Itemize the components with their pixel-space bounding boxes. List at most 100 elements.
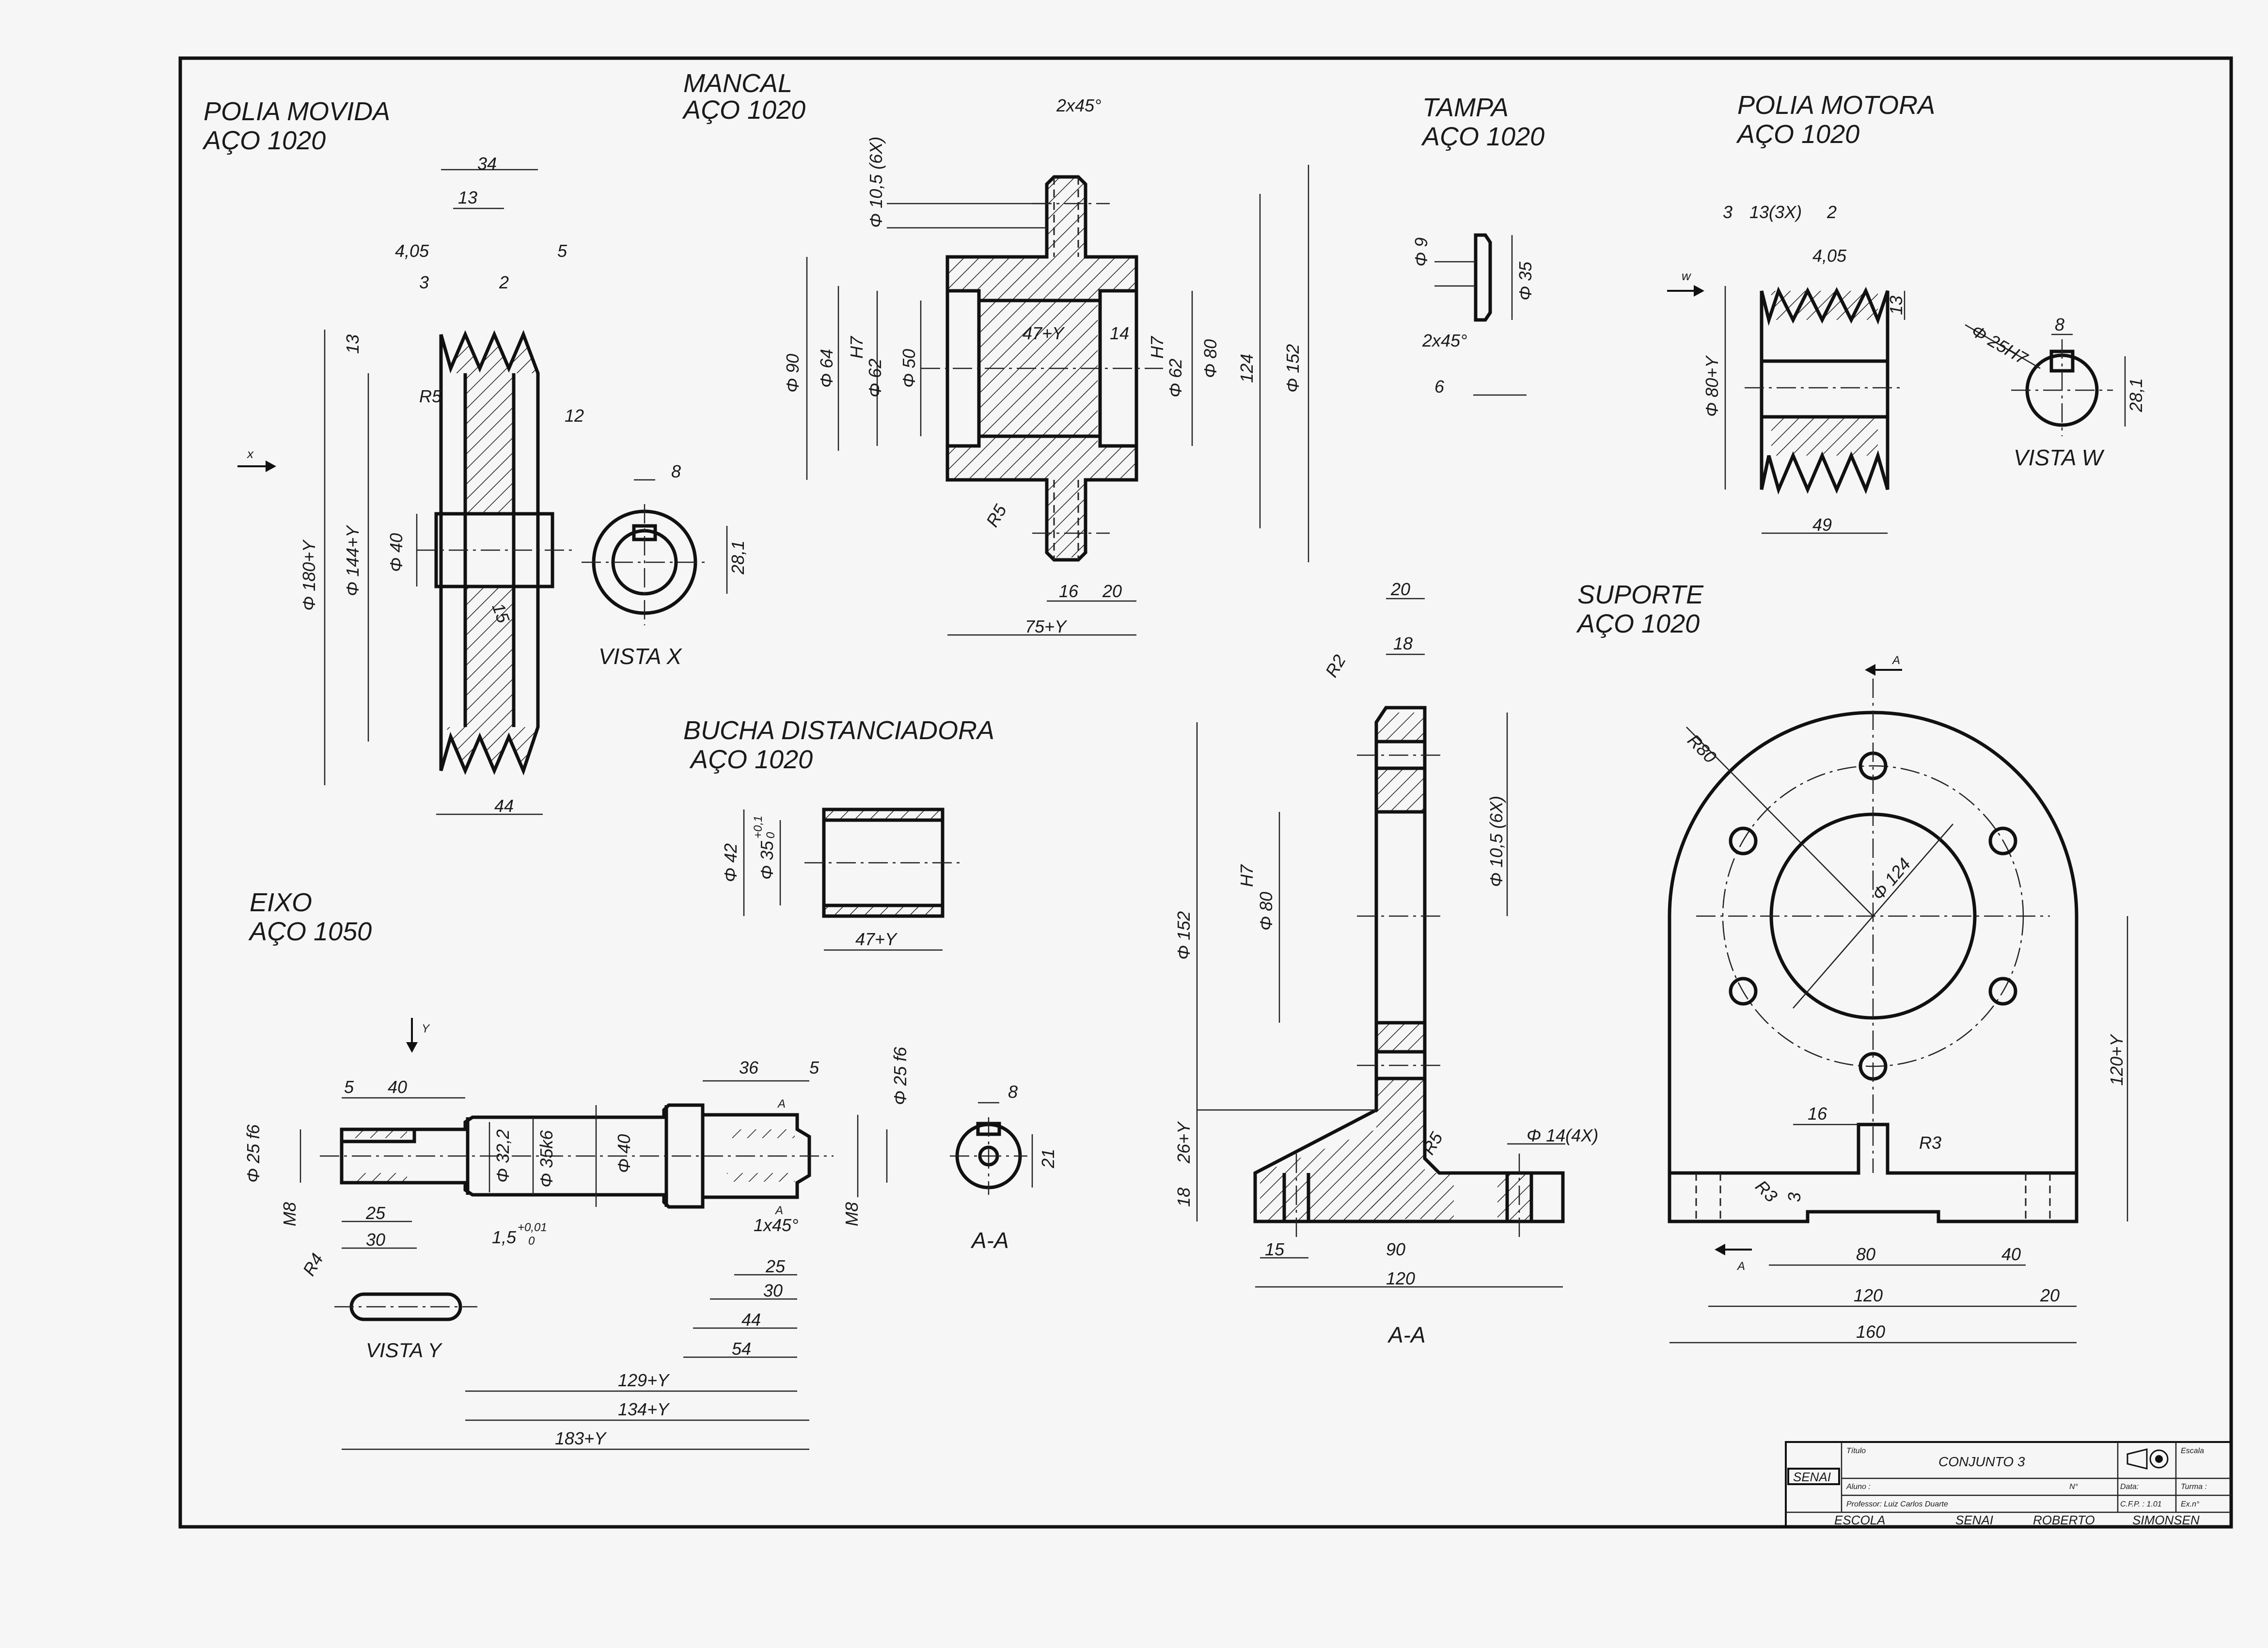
- dim-text: 8: [2055, 315, 2064, 334]
- dim-text: Φ 80: [1200, 339, 1220, 378]
- dim-text: 30: [763, 1281, 783, 1300]
- dim-text: 26+Y: [1174, 1121, 1194, 1164]
- dim-text: 6: [1434, 377, 1445, 396]
- dim-text: 40: [2001, 1244, 2021, 1264]
- dim-text: Φ 152: [1283, 344, 1303, 393]
- dim-text: 1x45°: [754, 1215, 798, 1235]
- dim-text: 80: [1856, 1244, 1875, 1264]
- dim-text: Φ 35: [1515, 261, 1535, 301]
- dim-text: 1,5: [492, 1227, 517, 1247]
- title-block: SENAI Título CONJUNTO 3 Escala Aluno : N…: [1785, 1441, 2232, 1528]
- dim-text: M8: [280, 1202, 299, 1226]
- dim-text: Φ 10,5 (6X): [866, 137, 886, 228]
- vista-x-label: VISTA X: [598, 644, 683, 669]
- dim-text: 25: [365, 1203, 386, 1223]
- dim-text: 90: [1386, 1239, 1405, 1259]
- dim-text: 120+Y: [2107, 1033, 2126, 1086]
- dim-text: R5: [419, 386, 442, 406]
- mancal-view: MANCAL AÇO 1020 2x45° Φ 10,5 (6X) Φ 90 Φ…: [682, 69, 1309, 636]
- dim-text: 12: [565, 406, 584, 426]
- polia-motora-title: POLIA MOTORA: [1737, 91, 1935, 120]
- dim-text: R3: [1751, 1176, 1781, 1206]
- dim-text: 2x45°: [1422, 331, 1467, 350]
- dim-text: H7: [847, 335, 866, 359]
- vista-x-view: 8 28,1 VISTA X: [582, 461, 748, 669]
- drawing-frame: [178, 56, 2233, 1529]
- dim-text: 16: [1059, 581, 1079, 601]
- dim-text: Φ 90: [783, 354, 803, 393]
- dim-text: Φ 124: [1868, 854, 1915, 904]
- dim-text: 160: [1856, 1322, 1885, 1342]
- suporte-material: AÇO 1020: [1576, 609, 1700, 638]
- dim-text: 0: [764, 832, 777, 839]
- view-arrow-w-label: w: [1682, 269, 1692, 283]
- drawing-title: CONJUNTO 3: [1938, 1454, 2025, 1469]
- dim-text: Φ 42: [721, 843, 740, 882]
- school-word: SENAI: [1955, 1513, 1993, 1527]
- dim-text: 44: [741, 1310, 761, 1330]
- dim-text: Φ 25 f6: [243, 1124, 263, 1183]
- dim-text: 34: [477, 154, 497, 174]
- polia-motora-material: AÇO 1020: [1736, 120, 1859, 149]
- dim-text: 21: [1038, 1149, 1058, 1169]
- dim-text: 28,1: [728, 540, 748, 575]
- exn-label: Ex.n°: [2181, 1500, 2200, 1508]
- tampa-title: TAMPA: [1422, 93, 1509, 122]
- dim-text: Φ 144+Y: [343, 524, 362, 596]
- dim-text: 5: [344, 1077, 354, 1097]
- dim-text: 16: [1808, 1104, 1827, 1124]
- dim-text: 134+Y: [618, 1399, 670, 1419]
- dim-text: 5: [557, 241, 567, 261]
- dim-text: +0,1: [752, 816, 765, 839]
- eixo-material: AÇO 1050: [248, 917, 372, 946]
- suporte-title: SUPORTE: [1577, 580, 1704, 609]
- dim-text: A: [774, 1204, 783, 1217]
- view-arrow-y-label: Y: [422, 1022, 430, 1035]
- polia-movida-title: POLIA MOVIDA: [204, 97, 390, 126]
- school-word: ESCOLA: [1834, 1513, 1886, 1527]
- dim-text: 5: [809, 1058, 819, 1078]
- dim-text: 13: [458, 188, 477, 207]
- vista-w-label: VISTA W: [2014, 445, 2105, 470]
- polia-motora-view: POLIA MOTORA AÇO 1020 3 13(3X) 2 4,05 13…: [1667, 91, 1935, 535]
- dim-text: Φ 32,2: [493, 1129, 513, 1183]
- dim-text: A: [777, 1097, 786, 1110]
- dim-text: R4: [299, 1250, 327, 1279]
- dim-text: 20: [2040, 1285, 2060, 1305]
- dim-text: Φ 180+Y: [299, 539, 319, 611]
- dim-text: 2x45°: [1056, 95, 1101, 115]
- dim-text: 13: [1886, 296, 1906, 315]
- dim-text: 13: [343, 334, 362, 354]
- bucha-view: BUCHA DISTANCIADORA AÇO 1020 Φ 42 Φ 35 +…: [683, 716, 994, 951]
- vista-w-view: 8 Φ 25H7 28,1 VISTA W: [1965, 315, 2146, 470]
- dim-text: Φ 14(4X): [1527, 1125, 1598, 1145]
- dim-text: 47+Y: [1023, 323, 1065, 343]
- data-label: Data:: [2120, 1483, 2139, 1491]
- dim-text: 47+Y: [855, 929, 898, 949]
- tampa-view: TAMPA AÇO 1020 Φ 9 Φ 35 2x45° 6: [1411, 93, 1544, 396]
- dim-text: 20: [1390, 579, 1410, 599]
- senai-logo: [1787, 1468, 1840, 1485]
- suporte-section-view: SUPORTE AÇO 1020: [1174, 579, 1704, 1347]
- bolt-holes: [1729, 751, 2017, 1081]
- eixo-view: EIXO AÇO 1050 Y 5 40 Φ 25 f6: [243, 888, 910, 1450]
- dim-text: 28,1: [2126, 378, 2146, 412]
- dim-text: 2: [499, 272, 509, 292]
- dim-text: Φ 62: [865, 359, 885, 397]
- suporte-section-label: A-A: [1387, 1322, 1426, 1347]
- dim-text: 8: [1008, 1082, 1018, 1102]
- senai-logo-text: SENAI: [1793, 1470, 1831, 1484]
- dim-text: 36: [739, 1058, 759, 1078]
- escala-label: Escala: [2181, 1447, 2204, 1455]
- dim-text: Φ 64: [817, 349, 836, 388]
- dim-text: 44: [494, 796, 514, 816]
- dim-text: Φ 25 f6: [890, 1046, 910, 1105]
- bucha-material: AÇO 1020: [689, 745, 813, 774]
- dim-text: 3: [1784, 1192, 1804, 1202]
- dim-text: 4,05: [1812, 246, 1847, 266]
- dim-text: Φ 35: [757, 840, 777, 880]
- dim-text: Φ 25H7: [1968, 320, 2032, 369]
- dim-text: Φ 40: [386, 533, 406, 572]
- dim-text: 8: [671, 461, 681, 481]
- dim-text: 49: [1812, 515, 1832, 535]
